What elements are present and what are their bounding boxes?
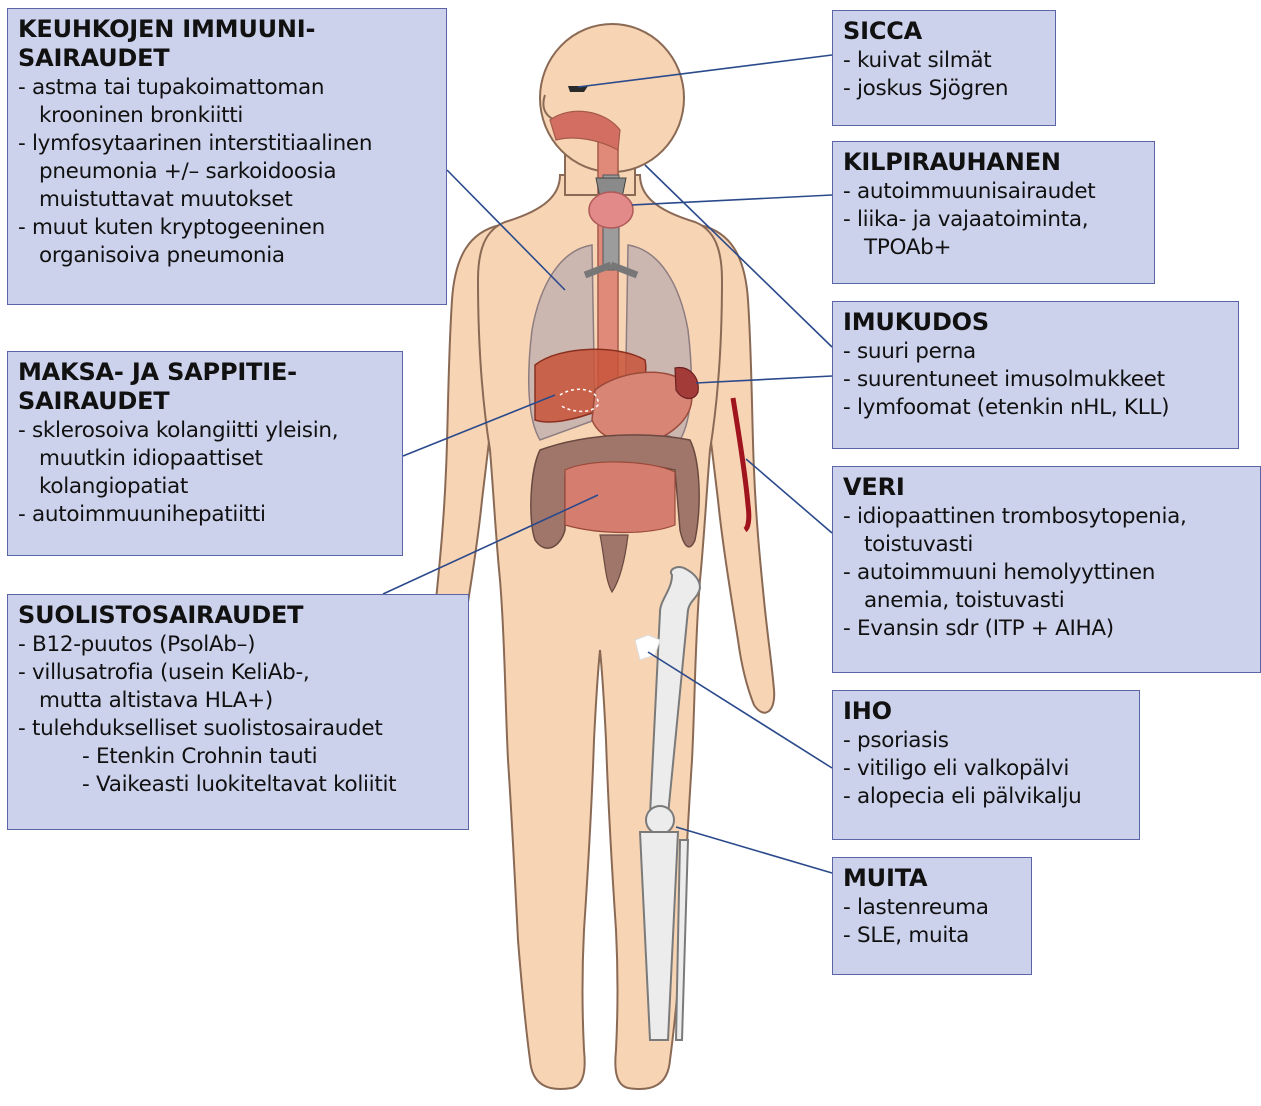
box-title-line: KILPIRAUHANEN xyxy=(843,148,1146,177)
box-title-line: SAIRAUDET xyxy=(18,387,394,416)
box-list-item: - SLE, muita xyxy=(843,922,1023,950)
box-list-item: - alopecia eli pälvikalju xyxy=(843,783,1131,811)
box-list-item: - autoimmuunihepatiitti xyxy=(18,501,394,529)
box-title: KILPIRAUHANEN xyxy=(843,148,1146,177)
box-lymphatic-tissue: IMUKUDOS- suuri perna- suurentuneet imus… xyxy=(832,301,1239,449)
box-blood: VERI- idiopaattinen trombosytopenia,tois… xyxy=(832,466,1261,673)
box-list-item: - autoimmuunisairaudet xyxy=(843,178,1146,206)
box-title-line: IHO xyxy=(843,697,1131,726)
box-list-item: - psoriasis xyxy=(843,727,1131,755)
box-list-item: - Evansin sdr (ITP + AIHA) xyxy=(843,615,1252,643)
box-list-item: muistuttavat muutokset xyxy=(18,186,438,214)
box-title-line: IMUKUDOS xyxy=(843,308,1230,337)
thyroid xyxy=(589,192,633,228)
box-list-item: - Vaikeasti luokiteltavat koliitit xyxy=(18,771,460,799)
box-list-item: - lymfosytaarinen interstitiaalinen xyxy=(18,130,438,158)
box-list-item: - liika- ja vajaatoiminta, xyxy=(843,206,1146,234)
box-title-line: KEUHKOJEN IMMUUNI- xyxy=(18,15,438,44)
box-list-item: - B12-puutos (PsolAb–) xyxy=(18,631,460,659)
box-intestinal-diseases: SUOLISTOSAIRAUDET- B12-puutos (PsolAb–)-… xyxy=(7,594,469,830)
box-list-item: - villusatrofia (usein KeliAb-, xyxy=(18,659,460,687)
box-title: MUITA xyxy=(843,864,1023,893)
box-sicca: SICCA- kuivat silmät- joskus Sjögren xyxy=(832,10,1056,126)
box-list-item: pneumonia +/– sarkoidoosia xyxy=(18,158,438,186)
box-list: - idiopaattinen trombosytopenia,toistuva… xyxy=(843,503,1252,643)
box-title: SUOLISTOSAIRAUDET xyxy=(18,601,460,630)
box-list-item: - idiopaattinen trombosytopenia, xyxy=(843,503,1252,531)
box-list-item: - kuivat silmät xyxy=(843,47,1047,75)
box-list-item: muutkin idiopaattiset xyxy=(18,445,394,473)
box-list-item: - tulehdukselliset suolistosairaudet xyxy=(18,715,460,743)
box-list: - suuri perna- suurentuneet imusolmukkee… xyxy=(843,338,1230,422)
box-title: KEUHKOJEN IMMUUNI-SAIRAUDET xyxy=(18,15,438,73)
box-title: VERI xyxy=(843,473,1252,502)
box-list-item: - suurentuneet imusolmukkeet xyxy=(843,366,1230,394)
box-title-line: VERI xyxy=(843,473,1252,502)
box-list: - psoriasis- vitiligo eli valkopälvi- al… xyxy=(843,727,1131,811)
box-list-item: - muut kuten kryptogeeninen xyxy=(18,214,438,242)
box-thyroid: KILPIRAUHANEN- autoimmuunisairaudet- lii… xyxy=(832,141,1155,284)
box-list-item: - joskus Sjögren xyxy=(843,75,1047,103)
leader-veri xyxy=(746,459,832,533)
box-list-item: - suuri perna xyxy=(843,338,1230,366)
leader-muita xyxy=(676,827,832,873)
box-list-item: krooninen bronkiitti xyxy=(18,102,438,130)
leader-kilpirauhanen xyxy=(632,195,832,205)
kneecap xyxy=(646,806,674,834)
box-title-line: MAKSA- JA SAPPITIE- xyxy=(18,358,394,387)
box-title-line: SAIRAUDET xyxy=(18,44,438,73)
box-list-item: - astma tai tupakoimattoman xyxy=(18,74,438,102)
box-list-item: - vitiligo eli valkopälvi xyxy=(843,755,1131,783)
box-list-item: toistuvasti xyxy=(843,531,1252,559)
box-list-item: - Etenkin Crohnin tauti xyxy=(18,743,460,771)
box-title: SICCA xyxy=(843,17,1047,46)
box-lung-diseases: KEUHKOJEN IMMUUNI-SAIRAUDET- astma tai t… xyxy=(7,8,447,305)
box-title-line: MUITA xyxy=(843,864,1023,893)
box-list: - sklerosoiva kolangiitti yleisin,muutki… xyxy=(18,417,394,529)
box-list-item: anemia, toistuvasti xyxy=(843,587,1252,615)
box-list-item: - lastenreuma xyxy=(843,894,1023,922)
box-list-item: - sklerosoiva kolangiitti yleisin, xyxy=(18,417,394,445)
box-list-item: organisoiva pneumonia xyxy=(18,242,438,270)
box-list-item: - autoimmuuni hemolyyttinen xyxy=(843,559,1252,587)
box-list: - kuivat silmät- joskus Sjögren xyxy=(843,47,1047,103)
box-liver-biliary-diseases: MAKSA- JA SAPPITIE-SAIRAUDET- sklerosoiv… xyxy=(7,351,403,556)
box-other: MUITA- lastenreuma- SLE, muita xyxy=(832,857,1032,975)
box-title: IMUKUDOS xyxy=(843,308,1230,337)
box-list: - autoimmuunisairaudet- liika- ja vajaat… xyxy=(843,178,1146,262)
box-title-line: SUOLISTOSAIRAUDET xyxy=(18,601,460,630)
box-list: - B12-puutos (PsolAb–)- villusatrofia (u… xyxy=(18,631,460,799)
box-title-line: SICCA xyxy=(843,17,1047,46)
box-title: IHO xyxy=(843,697,1131,726)
box-list-item: TPOAb+ xyxy=(843,234,1146,262)
box-skin: IHO- psoriasis- vitiligo eli valkopälvi-… xyxy=(832,690,1140,840)
box-title: MAKSA- JA SAPPITIE-SAIRAUDET xyxy=(18,358,394,416)
box-list-item: kolangiopatiat xyxy=(18,473,394,501)
box-list-item: - lymfoomat (etenkin nHL, KLL) xyxy=(843,394,1230,422)
small-intestine xyxy=(565,462,675,533)
box-list: - lastenreuma- SLE, muita xyxy=(843,894,1023,950)
box-list-item: mutta altistava HLA+) xyxy=(18,687,460,715)
